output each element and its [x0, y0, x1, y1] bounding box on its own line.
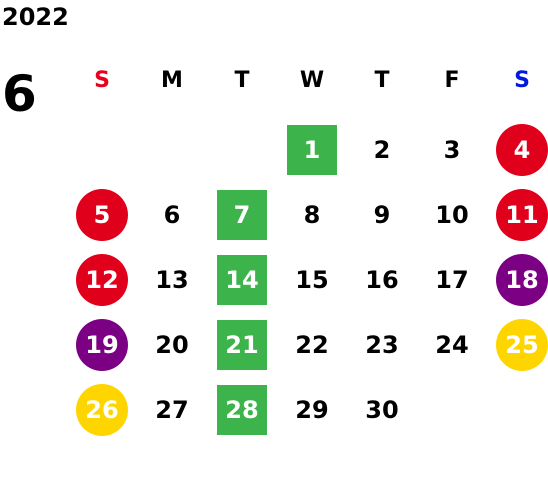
day-number: 27: [155, 396, 189, 424]
day-number: 3: [443, 136, 461, 164]
day-cell: 12: [72, 250, 132, 310]
day-number-circle-purple: 18: [496, 254, 548, 306]
day-number: 15: [295, 266, 329, 294]
weekday-header: T: [234, 68, 250, 93]
day-number-highlight-green: 7: [217, 190, 267, 240]
weekday-header: S: [514, 68, 530, 93]
weekday-header: S: [94, 68, 110, 93]
weekday-header: W: [299, 68, 325, 93]
day-number-highlight-green: 21: [217, 320, 267, 370]
day-cell: 1: [282, 120, 342, 180]
day-number: 10: [435, 201, 469, 229]
day-cell: 13: [142, 250, 202, 310]
day-cell: 16: [352, 250, 412, 310]
day-number: 9: [373, 201, 391, 229]
weekday-header: F: [444, 68, 460, 93]
day-cell: 21: [212, 315, 272, 375]
day-number-circle-yellow: 26: [76, 384, 128, 436]
day-cell: 11: [492, 185, 548, 245]
day-cell: 9: [352, 185, 412, 245]
calendar-month: 6: [2, 65, 37, 123]
day-number-highlight-green: 28: [217, 385, 267, 435]
day-cell: 3: [422, 120, 482, 180]
day-number-circle-red: 12: [76, 254, 128, 306]
day-number-circle-purple: 19: [76, 319, 128, 371]
day-cell: 17: [422, 250, 482, 310]
day-cell: 2: [352, 120, 412, 180]
day-number: 8: [303, 201, 321, 229]
day-cell: 5: [72, 185, 132, 245]
day-number-circle-red: 11: [496, 189, 548, 241]
day-cell: 8: [282, 185, 342, 245]
day-number: 22: [295, 331, 329, 359]
day-cell: 10: [422, 185, 482, 245]
day-number: 24: [435, 331, 469, 359]
day-number: 2: [373, 136, 391, 164]
day-cell: 20: [142, 315, 202, 375]
day-cell: 15: [282, 250, 342, 310]
day-number: 20: [155, 331, 189, 359]
day-cell: 25: [492, 315, 548, 375]
day-cell: 28: [212, 380, 272, 440]
day-number-highlight-green: 1: [287, 125, 337, 175]
day-number: 16: [365, 266, 399, 294]
day-cell: 27: [142, 380, 202, 440]
day-cell: 14: [212, 250, 272, 310]
day-cell: 23: [352, 315, 412, 375]
day-number: 23: [365, 331, 399, 359]
calendar-year: 2022: [2, 3, 69, 31]
day-number-circle-red: 5: [76, 189, 128, 241]
day-number: 13: [155, 266, 189, 294]
day-cell: 26: [72, 380, 132, 440]
day-cell: 19: [72, 315, 132, 375]
day-cell: 4: [492, 120, 548, 180]
day-cell: 22: [282, 315, 342, 375]
day-number: 6: [163, 201, 181, 229]
day-cell: 18: [492, 250, 548, 310]
day-number-circle-yellow: 25: [496, 319, 548, 371]
day-number-circle-red: 4: [496, 124, 548, 176]
day-number: 30: [365, 396, 399, 424]
day-cell: 24: [422, 315, 482, 375]
day-number-highlight-green: 14: [217, 255, 267, 305]
day-cell: 30: [352, 380, 412, 440]
day-cell: 29: [282, 380, 342, 440]
weekday-header: M: [161, 68, 183, 93]
weekday-header: T: [374, 68, 390, 93]
day-cell: 7: [212, 185, 272, 245]
day-number: 29: [295, 396, 329, 424]
day-number: 17: [435, 266, 469, 294]
day-cell: 6: [142, 185, 202, 245]
